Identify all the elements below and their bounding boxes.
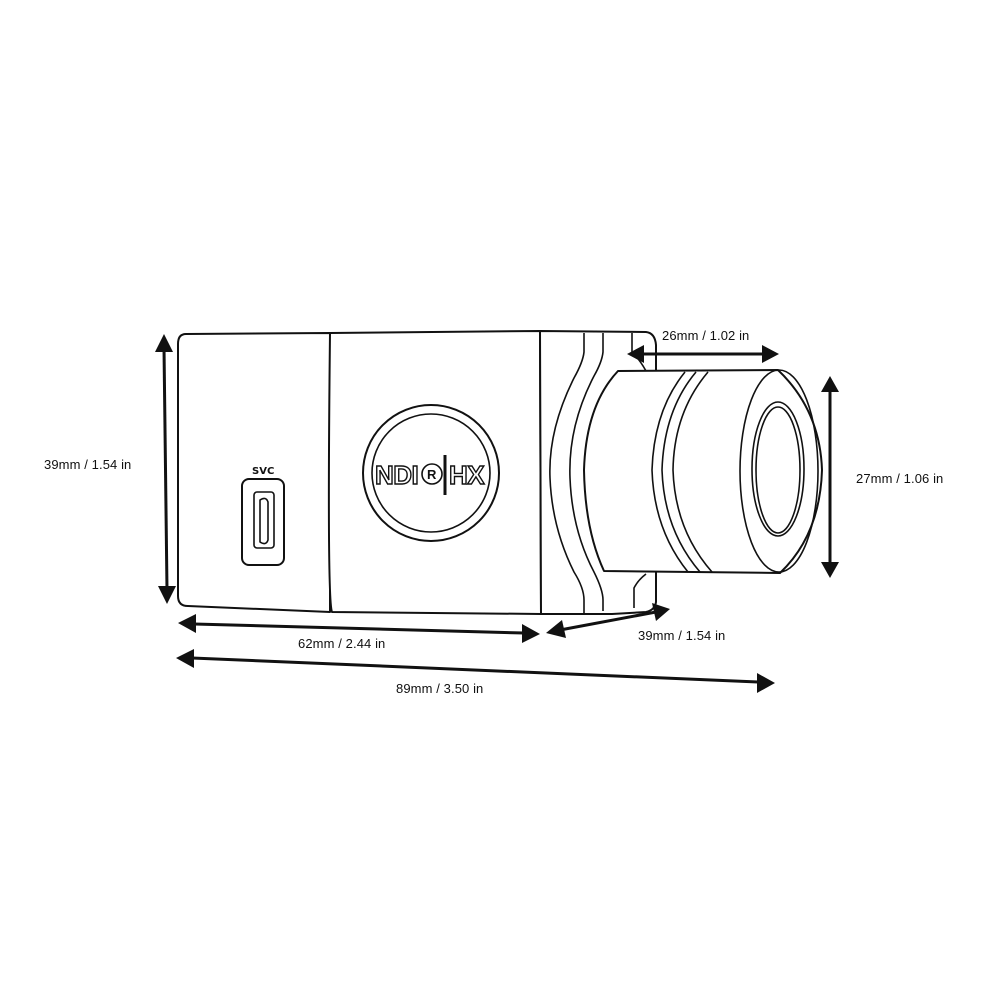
lens-barrel: [583, 369, 823, 574]
logo-ndi-text: NDI: [375, 460, 418, 490]
bracket-flange-outer: [549, 333, 585, 614]
dim-arrow-body-length: [178, 614, 540, 643]
ndi-hx-logo: NDI R HX: [362, 404, 500, 542]
dim-arrow-front-length: [546, 603, 670, 638]
lens-ring-1: [651, 371, 689, 573]
svc-port-label: SVC: [252, 466, 274, 477]
lens-glass-inner: [755, 406, 801, 534]
svc-port: SVC: [241, 466, 285, 566]
usb-port-icon: [259, 497, 269, 545]
bracket-step-bottom: [633, 573, 647, 608]
rear-housing: [177, 332, 331, 613]
svg-text:R: R: [427, 467, 437, 482]
label-lens-diameter: 27mm / 1.06 in: [856, 471, 944, 486]
dim-arrow-total-length: [176, 649, 775, 693]
label-front-length: 39mm / 1.54 in: [638, 628, 726, 643]
lens-ring-2: [661, 371, 701, 573]
label-body-height: 39mm / 1.54 in: [44, 457, 132, 472]
dim-arrow-lens-length: [627, 345, 779, 363]
label-body-length: 62mm / 2.44 in: [298, 636, 386, 651]
lens-front-face: [739, 369, 819, 573]
svc-port-socket: [253, 491, 275, 549]
svc-port-bezel: [241, 478, 285, 566]
logo-hx-text: HX: [449, 460, 485, 490]
lens-ring-3: [672, 371, 713, 573]
lens-assembly: [583, 369, 823, 574]
lens-glass-outer: [751, 401, 805, 537]
label-lens-length: 26mm / 1.02 in: [662, 328, 750, 343]
registered-mark-icon: [421, 463, 443, 485]
dim-arrow-body-height: [155, 334, 176, 604]
dim-arrow-lens-diameter: [821, 376, 839, 578]
bracket-flange-inner: [569, 333, 604, 611]
label-total-length: 89mm / 3.50 in: [396, 681, 484, 696]
